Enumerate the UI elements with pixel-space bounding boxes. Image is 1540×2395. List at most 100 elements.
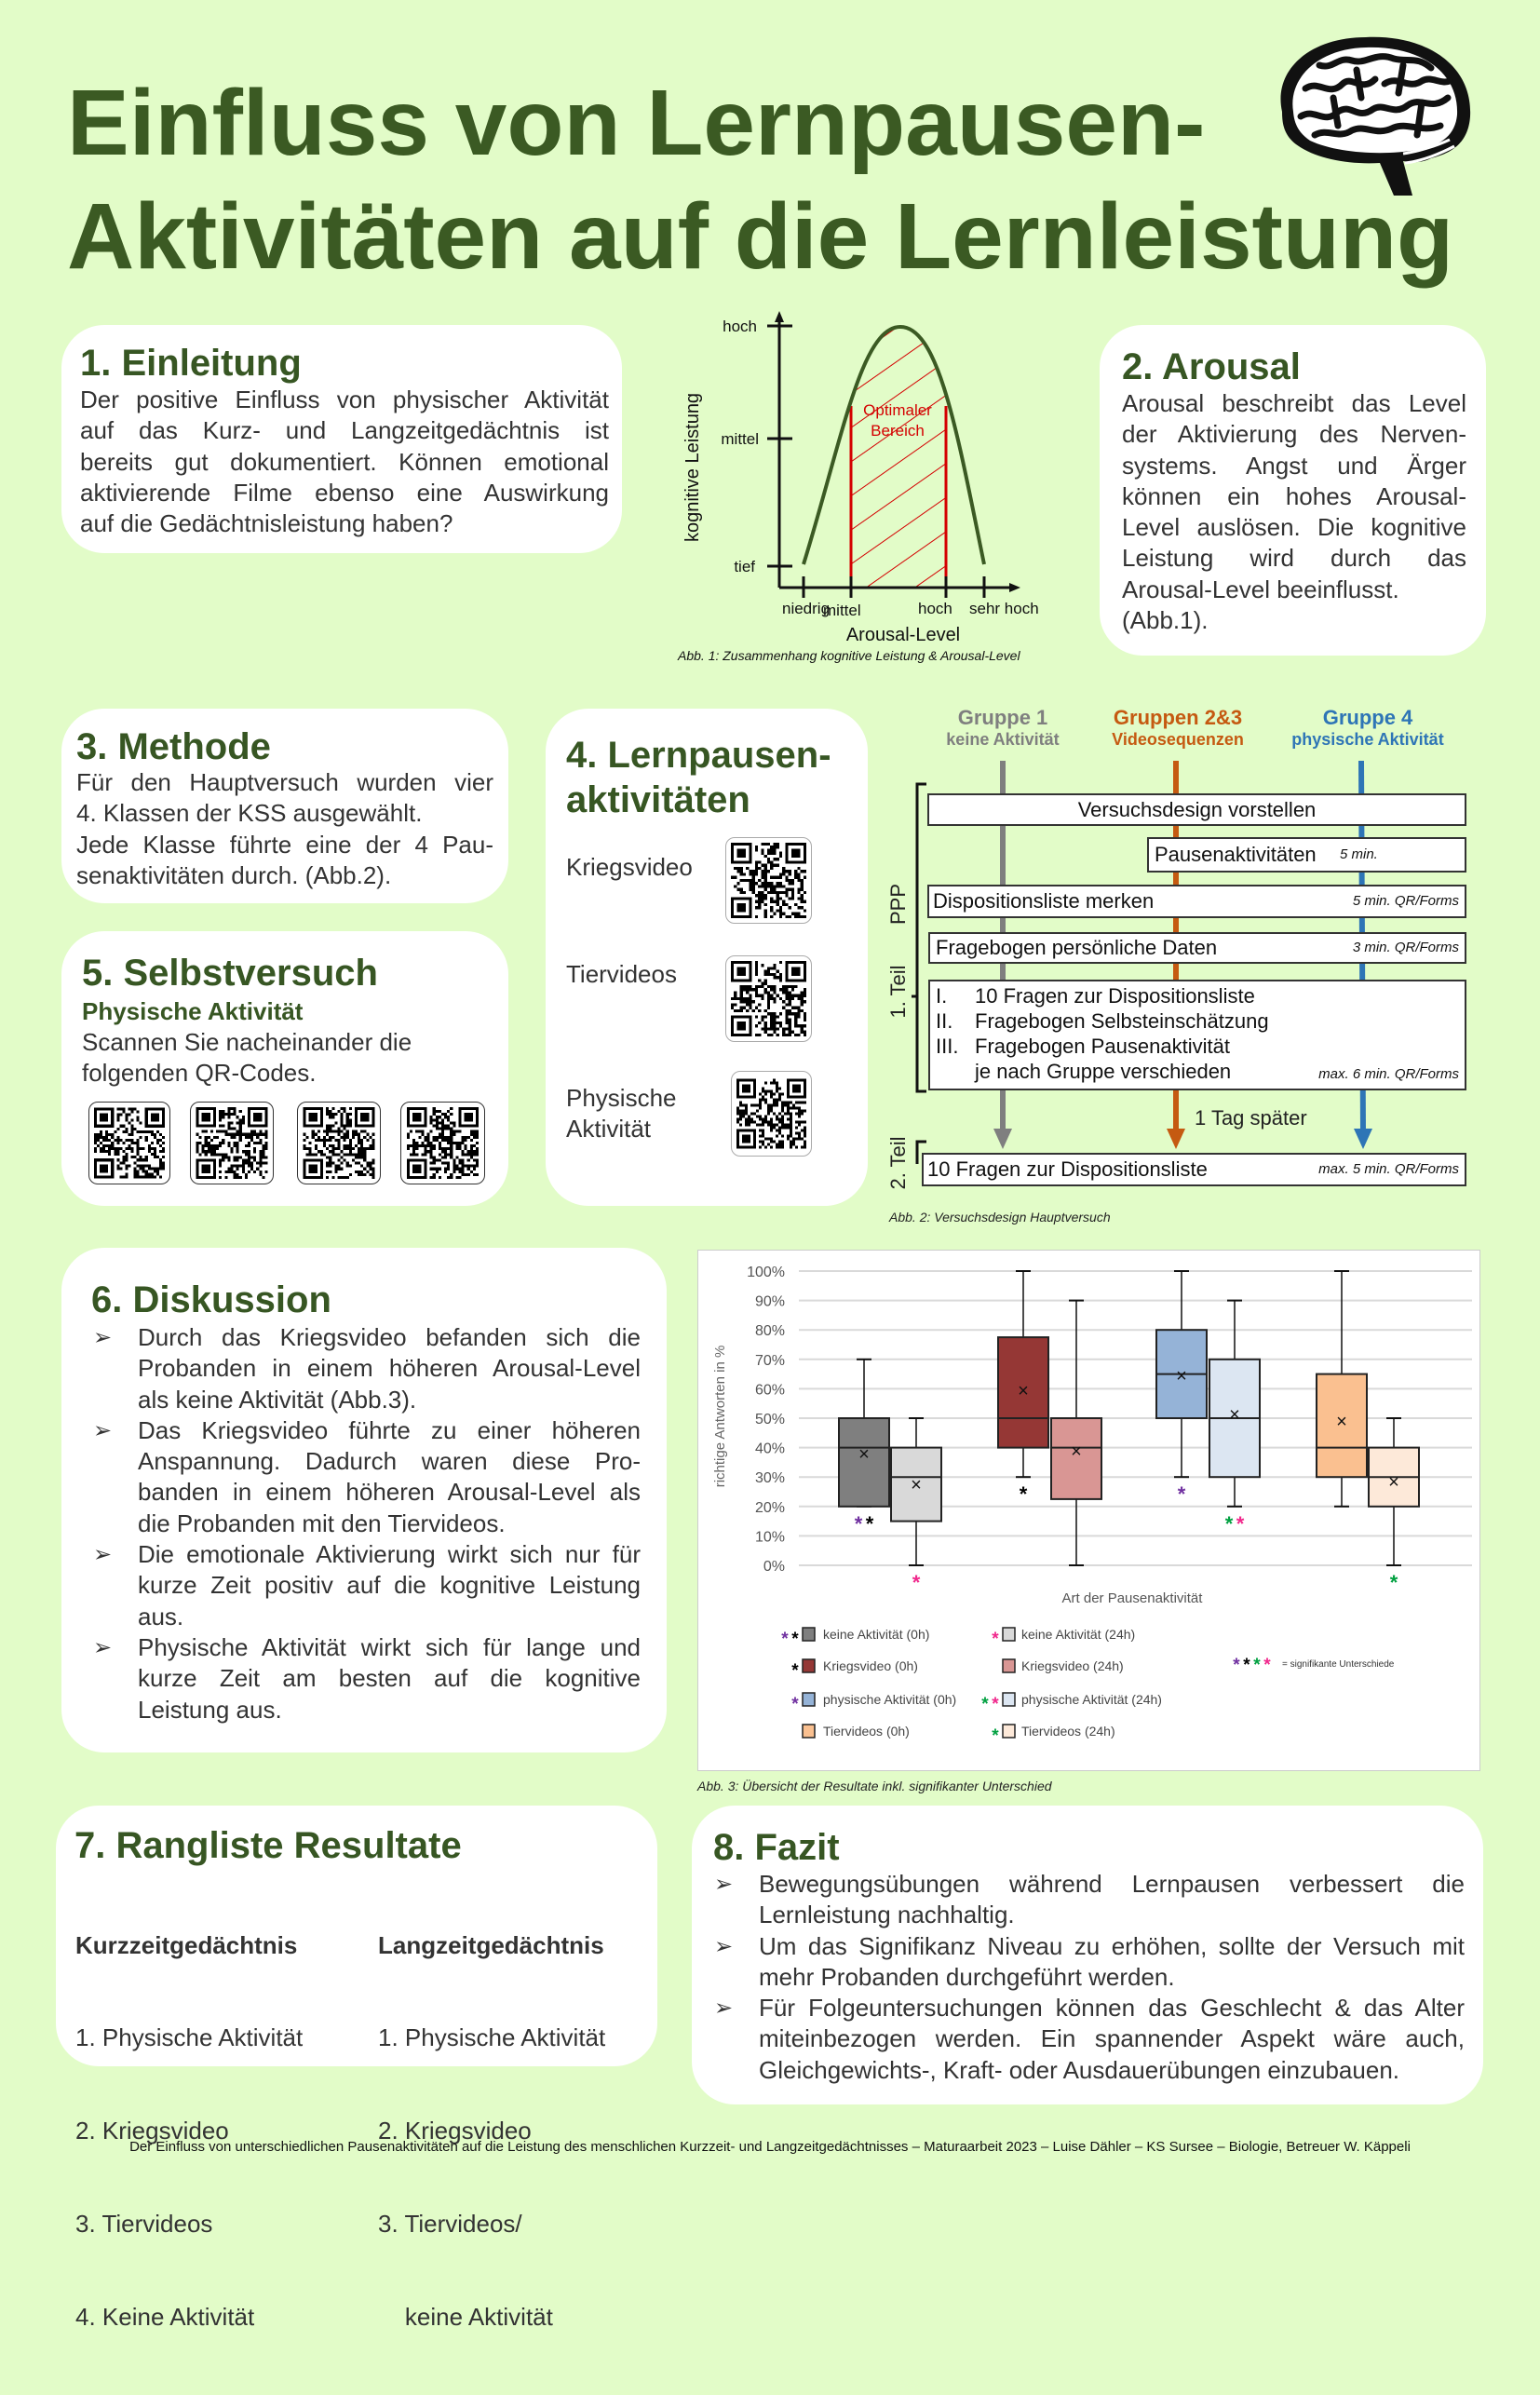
significance-star: * bbox=[855, 1512, 863, 1536]
diskussion-bullets: Durch das Kriegsvideo befanden sich dieP… bbox=[93, 1322, 641, 1725]
legend-star: * bbox=[992, 1630, 999, 1649]
activity-label-physisch: Physische Aktivität bbox=[566, 1083, 677, 1145]
step-label: Fragebogen persönliche Daten bbox=[936, 936, 1218, 959]
legend-star: * bbox=[1253, 1656, 1261, 1675]
legend-star: * bbox=[1233, 1656, 1240, 1675]
text-line: folgenden QR-Codes. bbox=[82, 1059, 317, 1088]
significance-star: * bbox=[1225, 1512, 1234, 1536]
ranking-item: 2. Kriegsvideo bbox=[378, 2117, 532, 2145]
box bbox=[1316, 1373, 1368, 1479]
text-line: Das Kriegsvideo führte zu einer höheren bbox=[138, 1415, 641, 1444]
teil-2-label: 2. Teil bbox=[886, 1136, 910, 1190]
y-tick-label: 60% bbox=[755, 1382, 785, 1398]
activity-label-kriegsvideo: Kriegsvideo bbox=[566, 853, 693, 881]
legend-star: * bbox=[992, 1695, 999, 1714]
einleitung-text: Der positive Einfluss von physischer Akt… bbox=[80, 385, 609, 539]
region-label: Bereich bbox=[871, 422, 925, 440]
text-line: Level auslösen. Die kognitive bbox=[1122, 513, 1466, 542]
box bbox=[997, 1336, 1049, 1449]
footer-text: Der Einfluss von unterschiedlichen Pause… bbox=[129, 2139, 1411, 2155]
y-tick-label: 20% bbox=[755, 1500, 785, 1516]
legend-label: Kriegsvideo (24h) bbox=[1021, 1658, 1124, 1673]
legend-swatch bbox=[1002, 1692, 1016, 1707]
x-axis-label: Art der Pausenaktivität bbox=[1062, 1590, 1204, 1606]
mean-marker: × bbox=[1071, 1441, 1082, 1462]
group-name: Gruppe 4 bbox=[1322, 706, 1413, 729]
legend-label: Tiervideos (24h) bbox=[1021, 1724, 1115, 1739]
results-boxplot-chart: 0%10%20%30%40%50%60%70%80%90%100%richtig… bbox=[712, 1265, 1472, 1746]
title-line-1: Einfluss von Lernpausen- bbox=[67, 71, 1206, 175]
section-selbstversuch: 5. Selbstversuch Physische Aktivität Sca… bbox=[61, 931, 508, 1206]
text-line: Für Folgeuntersuchungen können das Gesch… bbox=[759, 1994, 1465, 2023]
section-heading: 1. Einleitung bbox=[80, 343, 302, 384]
qr-code-1[interactable] bbox=[88, 1102, 170, 1184]
text-line: aktivierende Filme ebenso eine Auswirkun… bbox=[80, 478, 609, 507]
y-tick-label: 30% bbox=[755, 1470, 785, 1486]
significance-legend-label: = signifikante Unterschiede bbox=[1282, 1659, 1395, 1670]
legend-label: keine Aktivität (24h) bbox=[1021, 1627, 1135, 1642]
heading-line: 4. Lernpausen- bbox=[566, 735, 831, 776]
ranking-item: 3. Tiervideos bbox=[75, 2210, 213, 2239]
step-versuchsdesign: Versuchsdesign vorstellen bbox=[927, 793, 1466, 826]
text-line: auf das Kurz- und Langzeitgedächtnis ist bbox=[80, 416, 609, 445]
legend-swatch bbox=[802, 1658, 816, 1673]
text-line: Durch das Kriegsvideo befanden sich die bbox=[138, 1323, 641, 1351]
section-heading: 3. Methode bbox=[76, 726, 271, 767]
section-heading: 2. Arousal bbox=[1122, 346, 1301, 387]
text-line: banden in einem höheren Arousal-Level al… bbox=[138, 1478, 641, 1507]
teil-1-label: 1. Teil bbox=[886, 965, 910, 1019]
results-chart-panel bbox=[697, 1250, 1480, 1771]
legend-star: * bbox=[981, 1695, 989, 1714]
text-line: auf die Gedächtnisleistung haben? bbox=[80, 509, 453, 538]
qr-code-tiervideos[interactable] bbox=[725, 955, 812, 1042]
section-heading: 6. Diskussion bbox=[91, 1279, 331, 1320]
text-line: Der positive Einfluss von physischer Akt… bbox=[80, 386, 609, 413]
group-4-header: Gruppe 4 physische Aktivität bbox=[1265, 706, 1470, 750]
legend-swatch bbox=[802, 1724, 816, 1739]
figure-caption: Abb. 1: Zusammenhang kognitive Leistung … bbox=[677, 648, 1020, 663]
section-heading: 8. Fazit bbox=[713, 1827, 840, 1868]
y-tick-label: 90% bbox=[755, 1294, 785, 1310]
qr-code-kriegsvideo[interactable] bbox=[725, 837, 812, 924]
activity-label-tiervideos: Tiervideos bbox=[566, 960, 677, 988]
fazit-bullets: Bewegungsübungen während Lernpausen verb… bbox=[714, 1869, 1465, 2086]
legend-label: physische Aktivität (0h) bbox=[823, 1692, 956, 1707]
x-axis-label: Arousal-Level bbox=[846, 625, 960, 645]
legend-swatch bbox=[802, 1627, 816, 1642]
group-sub: keine Aktivität bbox=[946, 730, 1060, 749]
group-name: Gruppen 2&3 bbox=[1113, 706, 1243, 729]
text-line: Anspannung. Dadurch waren diese Pro- bbox=[138, 1447, 641, 1476]
step-note: 5 min. bbox=[1340, 846, 1378, 862]
legend-label: keine Aktivität (0h) bbox=[823, 1627, 929, 1642]
legend-swatch bbox=[802, 1692, 816, 1707]
qr-code-4[interactable] bbox=[400, 1102, 485, 1184]
mean-marker: × bbox=[1229, 1404, 1240, 1425]
step-label: Pausenaktivitäten bbox=[1155, 843, 1317, 866]
text-line: die Probanden mit den Tiervideos. bbox=[138, 1509, 506, 1537]
question-item: II.Fragebogen Selbsteinschätzung bbox=[936, 1008, 1459, 1034]
x-tick-label: sehr hoch bbox=[969, 600, 1039, 617]
arousal-diagram: hoch mittel tief niedrig mittel hoch seh… bbox=[677, 311, 1039, 663]
y-tick-label: 10% bbox=[755, 1529, 785, 1545]
text-line: Arousal beschreibt das Level bbox=[1122, 389, 1466, 417]
y-tick-label: 50% bbox=[755, 1412, 785, 1428]
text-line: Physische Aktivität wirkt sich für lange… bbox=[138, 1632, 641, 1661]
ppp-label: PPP bbox=[886, 883, 910, 926]
qr-code-physische-aktivitaet[interactable] bbox=[731, 1071, 812, 1157]
mean-marker: × bbox=[1018, 1381, 1029, 1401]
text-line: kurze Zeit positiv auf die kognitive Lei… bbox=[138, 1571, 641, 1600]
y-axis-label: richtige Antworten in % bbox=[712, 1346, 728, 1488]
x-tick-label: niedrig bbox=[782, 600, 830, 617]
bullet-item: Für Folgeuntersuchungen können das Gesch… bbox=[714, 1993, 1465, 2086]
group-sub: Videosequenzen bbox=[1112, 730, 1244, 749]
qr-code-3[interactable] bbox=[297, 1102, 381, 1184]
text-line: bereits gut dokumentiert. Können emotion… bbox=[80, 447, 609, 476]
qr-code-2[interactable] bbox=[190, 1102, 274, 1184]
text-line: Leistung wird durch das bbox=[1122, 544, 1466, 573]
mean-marker: × bbox=[911, 1475, 922, 1495]
bullet-item: Physische Aktivität wirkt sich für lange… bbox=[93, 1632, 641, 1725]
